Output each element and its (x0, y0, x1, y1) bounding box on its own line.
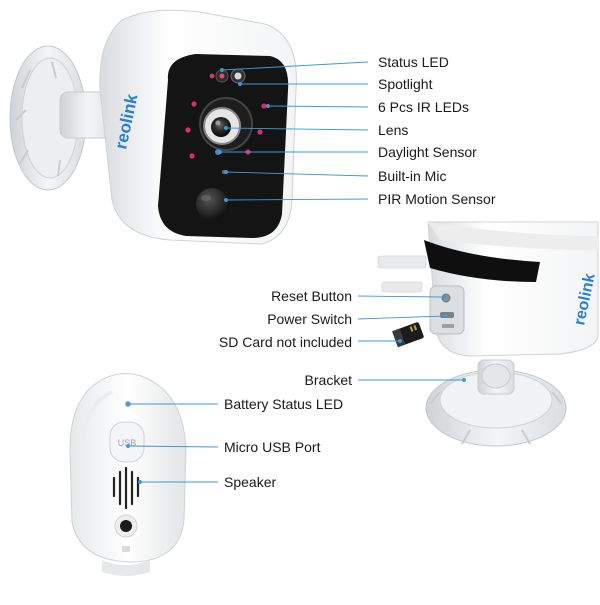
bracket-icon (425, 359, 567, 447)
back-foot (102, 560, 150, 576)
back-bottom-tab (122, 546, 130, 552)
back-camera-body (69, 373, 187, 563)
label-pir-motion-sensor: PIR Motion Sensor (378, 191, 496, 207)
label-status-led: Status LED (378, 54, 449, 70)
speaker-grille-icon (112, 466, 140, 510)
front-leader-lines (218, 61, 369, 202)
status-led-icon (215, 69, 229, 83)
side-camera: reolink (377, 221, 599, 447)
usb-port-icon: USB (109, 421, 145, 463)
label-spotlight: Spotlight (378, 76, 433, 92)
label-lens: Lens (378, 122, 409, 138)
side-sticker (377, 255, 427, 269)
ir-led-dot (209, 73, 215, 79)
label-ir-leds: 6 Pcs IR LEDs (378, 99, 470, 115)
front-camera: reolink (9, 9, 297, 245)
label-speaker: Speaker (224, 474, 277, 490)
label-built-in-mic: Built-in Mic (378, 168, 447, 184)
pir-sensor-icon (196, 188, 228, 220)
side-sticker-2 (381, 281, 423, 293)
label-power-switch: Power Switch (267, 311, 352, 327)
back-camera: USB (69, 373, 187, 576)
label-daylight-sensor: Daylight Sensor (378, 144, 477, 160)
label-micro-usb-port: Micro USB Port (224, 439, 321, 455)
label-battery-status-led: Battery Status LED (224, 396, 344, 412)
mount-hole-icon (114, 514, 138, 538)
side-black-face (424, 240, 540, 282)
usb-mark: USB (118, 438, 137, 448)
sd-card-icon (392, 322, 424, 348)
back-leader-lines (126, 402, 219, 484)
side-port-panel (429, 285, 465, 335)
side-top-edge (428, 222, 598, 250)
lens-icon (199, 97, 253, 151)
label-bracket: Bracket (304, 372, 352, 388)
ir-leds-icon (185, 101, 267, 159)
side-leader-lines (357, 295, 466, 382)
spotlight-icon (230, 68, 246, 84)
label-reset-button: Reset Button (271, 288, 352, 304)
label-sd-card: SD Card not included (218, 334, 352, 350)
